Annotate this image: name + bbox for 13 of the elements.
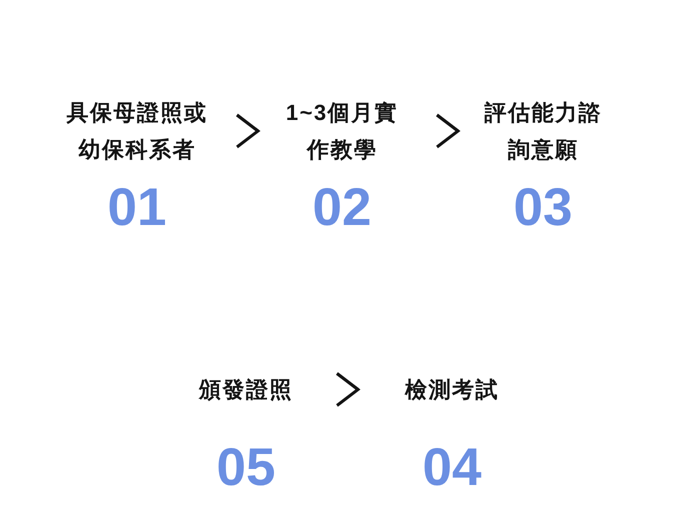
step-label: 頒發證照 (199, 376, 293, 404)
chevron-arrow (436, 114, 460, 148)
step-number: 02 (312, 181, 372, 234)
step-label: 檢測考試 (405, 376, 499, 404)
chevron-arrow (336, 372, 360, 407)
step-number: 04 (422, 441, 482, 494)
step-number: 01 (108, 181, 166, 234)
step-number: 03 (514, 181, 572, 234)
step-label: 1~3個月實作教學 (284, 99, 400, 164)
step-label: 評估能力諮詢意願 (483, 99, 603, 164)
chevron-arrow (236, 114, 260, 148)
step-label: 具保母證照或幼保科系者 (66, 99, 208, 164)
step-number: 05 (216, 441, 276, 494)
